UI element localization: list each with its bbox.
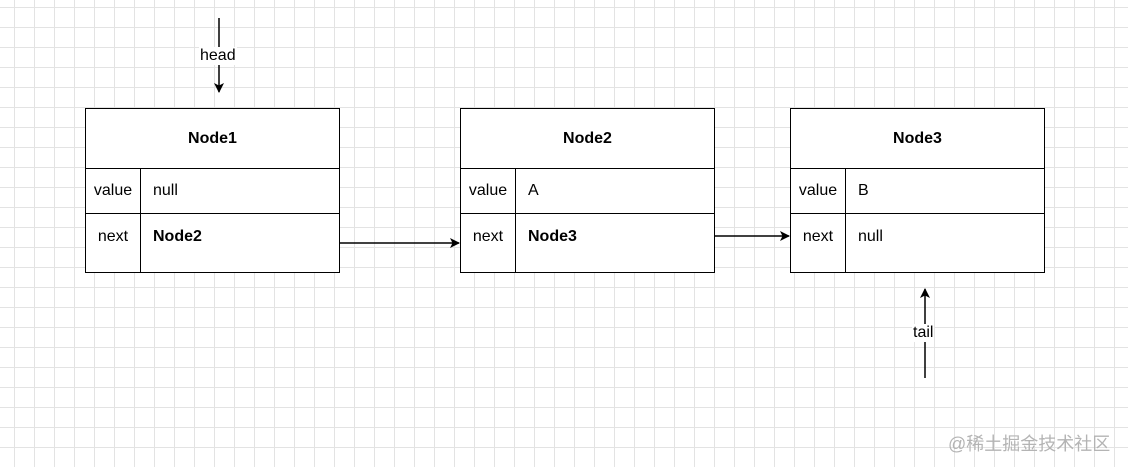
value-row: value null bbox=[86, 169, 339, 214]
value-row: value A bbox=[461, 169, 714, 214]
value-key-cell: value bbox=[461, 169, 516, 213]
node-title: Node2 bbox=[461, 109, 714, 169]
next-row: next Node2 bbox=[86, 214, 339, 272]
tail-label: tail bbox=[912, 324, 935, 342]
node1-box[interactable]: Node1 value null next Node2 bbox=[85, 108, 340, 273]
watermark: @稀土掘金技术社区 bbox=[948, 434, 1111, 454]
next-key-cell: next bbox=[791, 214, 846, 272]
next-cell: Node2 bbox=[153, 228, 202, 245]
next-key-cell: next bbox=[86, 214, 141, 272]
value-key-cell: value bbox=[791, 169, 846, 213]
value-cell: null bbox=[153, 182, 178, 199]
node2-box[interactable]: Node2 value A next Node3 bbox=[460, 108, 715, 273]
next-cell: null bbox=[858, 228, 883, 245]
value-cell: A bbox=[528, 182, 539, 199]
head-label: head bbox=[199, 47, 237, 65]
next-cell: Node3 bbox=[528, 228, 577, 245]
node-title: Node3 bbox=[791, 109, 1044, 169]
value-key-cell: value bbox=[86, 169, 141, 213]
node-title: Node1 bbox=[86, 109, 339, 169]
value-row: value B bbox=[791, 169, 1044, 214]
node3-box[interactable]: Node3 value B next null bbox=[790, 108, 1045, 273]
value-cell: B bbox=[858, 182, 869, 199]
next-row: next Node3 bbox=[461, 214, 714, 272]
next-row: next null bbox=[791, 214, 1044, 272]
next-key-cell: next bbox=[461, 214, 516, 272]
